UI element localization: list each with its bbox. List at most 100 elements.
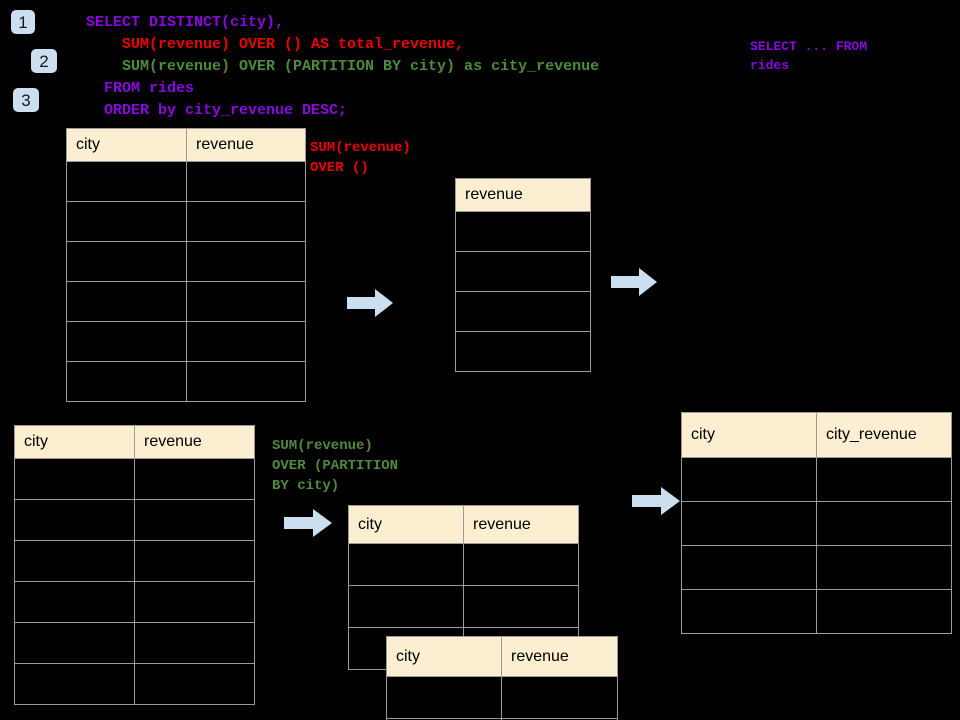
cell-revenue: [186, 201, 306, 242]
cell-revenue: [501, 718, 618, 720]
step-badge-1-label: 1: [18, 12, 28, 32]
table-row: [681, 589, 952, 634]
table-row: [66, 241, 306, 282]
column-header-revenue: revenue: [501, 636, 618, 677]
step-badge-2: 2: [31, 49, 57, 73]
table-header-row: city revenue: [66, 128, 306, 162]
table-body: [681, 457, 952, 634]
step-badge-2-label: 2: [39, 51, 49, 71]
table-row: [455, 331, 591, 372]
table-row: [66, 281, 306, 322]
table-row: [14, 581, 255, 623]
table-row: [455, 251, 591, 292]
table-header-row: revenue: [455, 178, 591, 212]
cell-revenue: [455, 291, 591, 332]
column-header-revenue: revenue: [134, 425, 255, 459]
column-header-revenue: revenue: [186, 128, 306, 162]
cell-city: [66, 201, 187, 242]
cell-revenue: [463, 585, 579, 628]
step-badge-3: 3: [13, 88, 39, 112]
cell-revenue: [463, 543, 579, 586]
cell-city-revenue: [816, 589, 952, 634]
table-body: [66, 161, 306, 402]
arrow-right-3: [284, 509, 332, 537]
table-result: city city_revenue: [681, 412, 952, 634]
table-row: [14, 458, 255, 500]
table-row: [14, 622, 255, 664]
cell-revenue: [501, 676, 618, 719]
table-header-row: city city_revenue: [681, 412, 952, 458]
cell-city: [681, 457, 817, 502]
table-partition-front: city revenue: [386, 636, 618, 720]
cell-city: [14, 499, 135, 541]
column-header-city: city: [14, 425, 135, 459]
cell-city-revenue: [816, 457, 952, 502]
cell-city-revenue: [816, 545, 952, 590]
arrow-right-4: [632, 487, 680, 515]
table-row: [455, 211, 591, 252]
cell-revenue: [186, 161, 306, 202]
table-body: [386, 676, 618, 720]
cell-city: [348, 543, 464, 586]
arrow-right-1: [347, 289, 393, 317]
cell-city: [66, 281, 187, 322]
sql-line-city-revenue: SUM(revenue) OVER (PARTITION BY city) as…: [86, 58, 600, 75]
table-body: [14, 458, 255, 705]
table-row: [348, 585, 579, 628]
table-row: [66, 361, 306, 402]
cell-revenue: [134, 581, 255, 623]
cell-city: [681, 501, 817, 546]
table-row: [66, 161, 306, 202]
step-badge-3-label: 3: [21, 90, 31, 110]
cell-revenue: [186, 321, 306, 362]
cell-revenue: [455, 331, 591, 372]
cell-revenue: [455, 211, 591, 252]
cell-revenue: [186, 281, 306, 322]
column-header-revenue: revenue: [463, 505, 579, 544]
table-row: [681, 457, 952, 502]
table-header-row: city revenue: [14, 425, 255, 459]
cell-city: [14, 663, 135, 705]
cell-city: [66, 241, 187, 282]
cell-revenue: [134, 663, 255, 705]
cell-city: [681, 589, 817, 634]
annotation-sum-over-partition: SUM(revenue) OVER (PARTITION BY city): [272, 438, 399, 494]
table-row: [386, 676, 618, 719]
sql-line-from: FROM rides: [86, 80, 195, 97]
table-row: [386, 718, 618, 720]
column-header-city: city: [681, 412, 817, 458]
sql-line-total-revenue: SUM(revenue) OVER () AS total_revenue,: [86, 36, 465, 53]
table-row: [66, 201, 306, 242]
annotation-sum-over-empty: SUM(revenue) OVER (): [310, 140, 411, 176]
table-source-top: city revenue: [66, 128, 306, 402]
cell-revenue: [186, 241, 306, 282]
cell-city: [681, 545, 817, 590]
column-header-city: city: [66, 128, 187, 162]
table-row: [14, 540, 255, 582]
cell-city: [14, 540, 135, 582]
cell-city: [14, 581, 135, 623]
table-row: [348, 543, 579, 586]
sql-line-order-by: ORDER by city_revenue DESC;: [86, 102, 348, 119]
table-header-row: city revenue: [348, 505, 579, 544]
arrow-right-2: [611, 268, 657, 296]
step-badge-1: 1: [11, 10, 35, 34]
cell-revenue: [455, 251, 591, 292]
cell-city-revenue: [816, 501, 952, 546]
cell-revenue: [134, 622, 255, 664]
cell-revenue: [134, 499, 255, 541]
table-row: [681, 501, 952, 546]
table-row: [66, 321, 306, 362]
cell-city: [66, 321, 187, 362]
cell-city: [386, 676, 502, 719]
column-header-revenue: revenue: [455, 178, 591, 212]
cell-revenue: [134, 540, 255, 582]
cell-city: [66, 361, 187, 402]
cell-revenue: [134, 458, 255, 500]
cell-city: [348, 585, 464, 628]
table-row: [14, 663, 255, 705]
cell-city: [66, 161, 187, 202]
annotation-select-from-rides: SELECT ... FROM rides: [750, 39, 868, 73]
cell-city: [14, 622, 135, 664]
